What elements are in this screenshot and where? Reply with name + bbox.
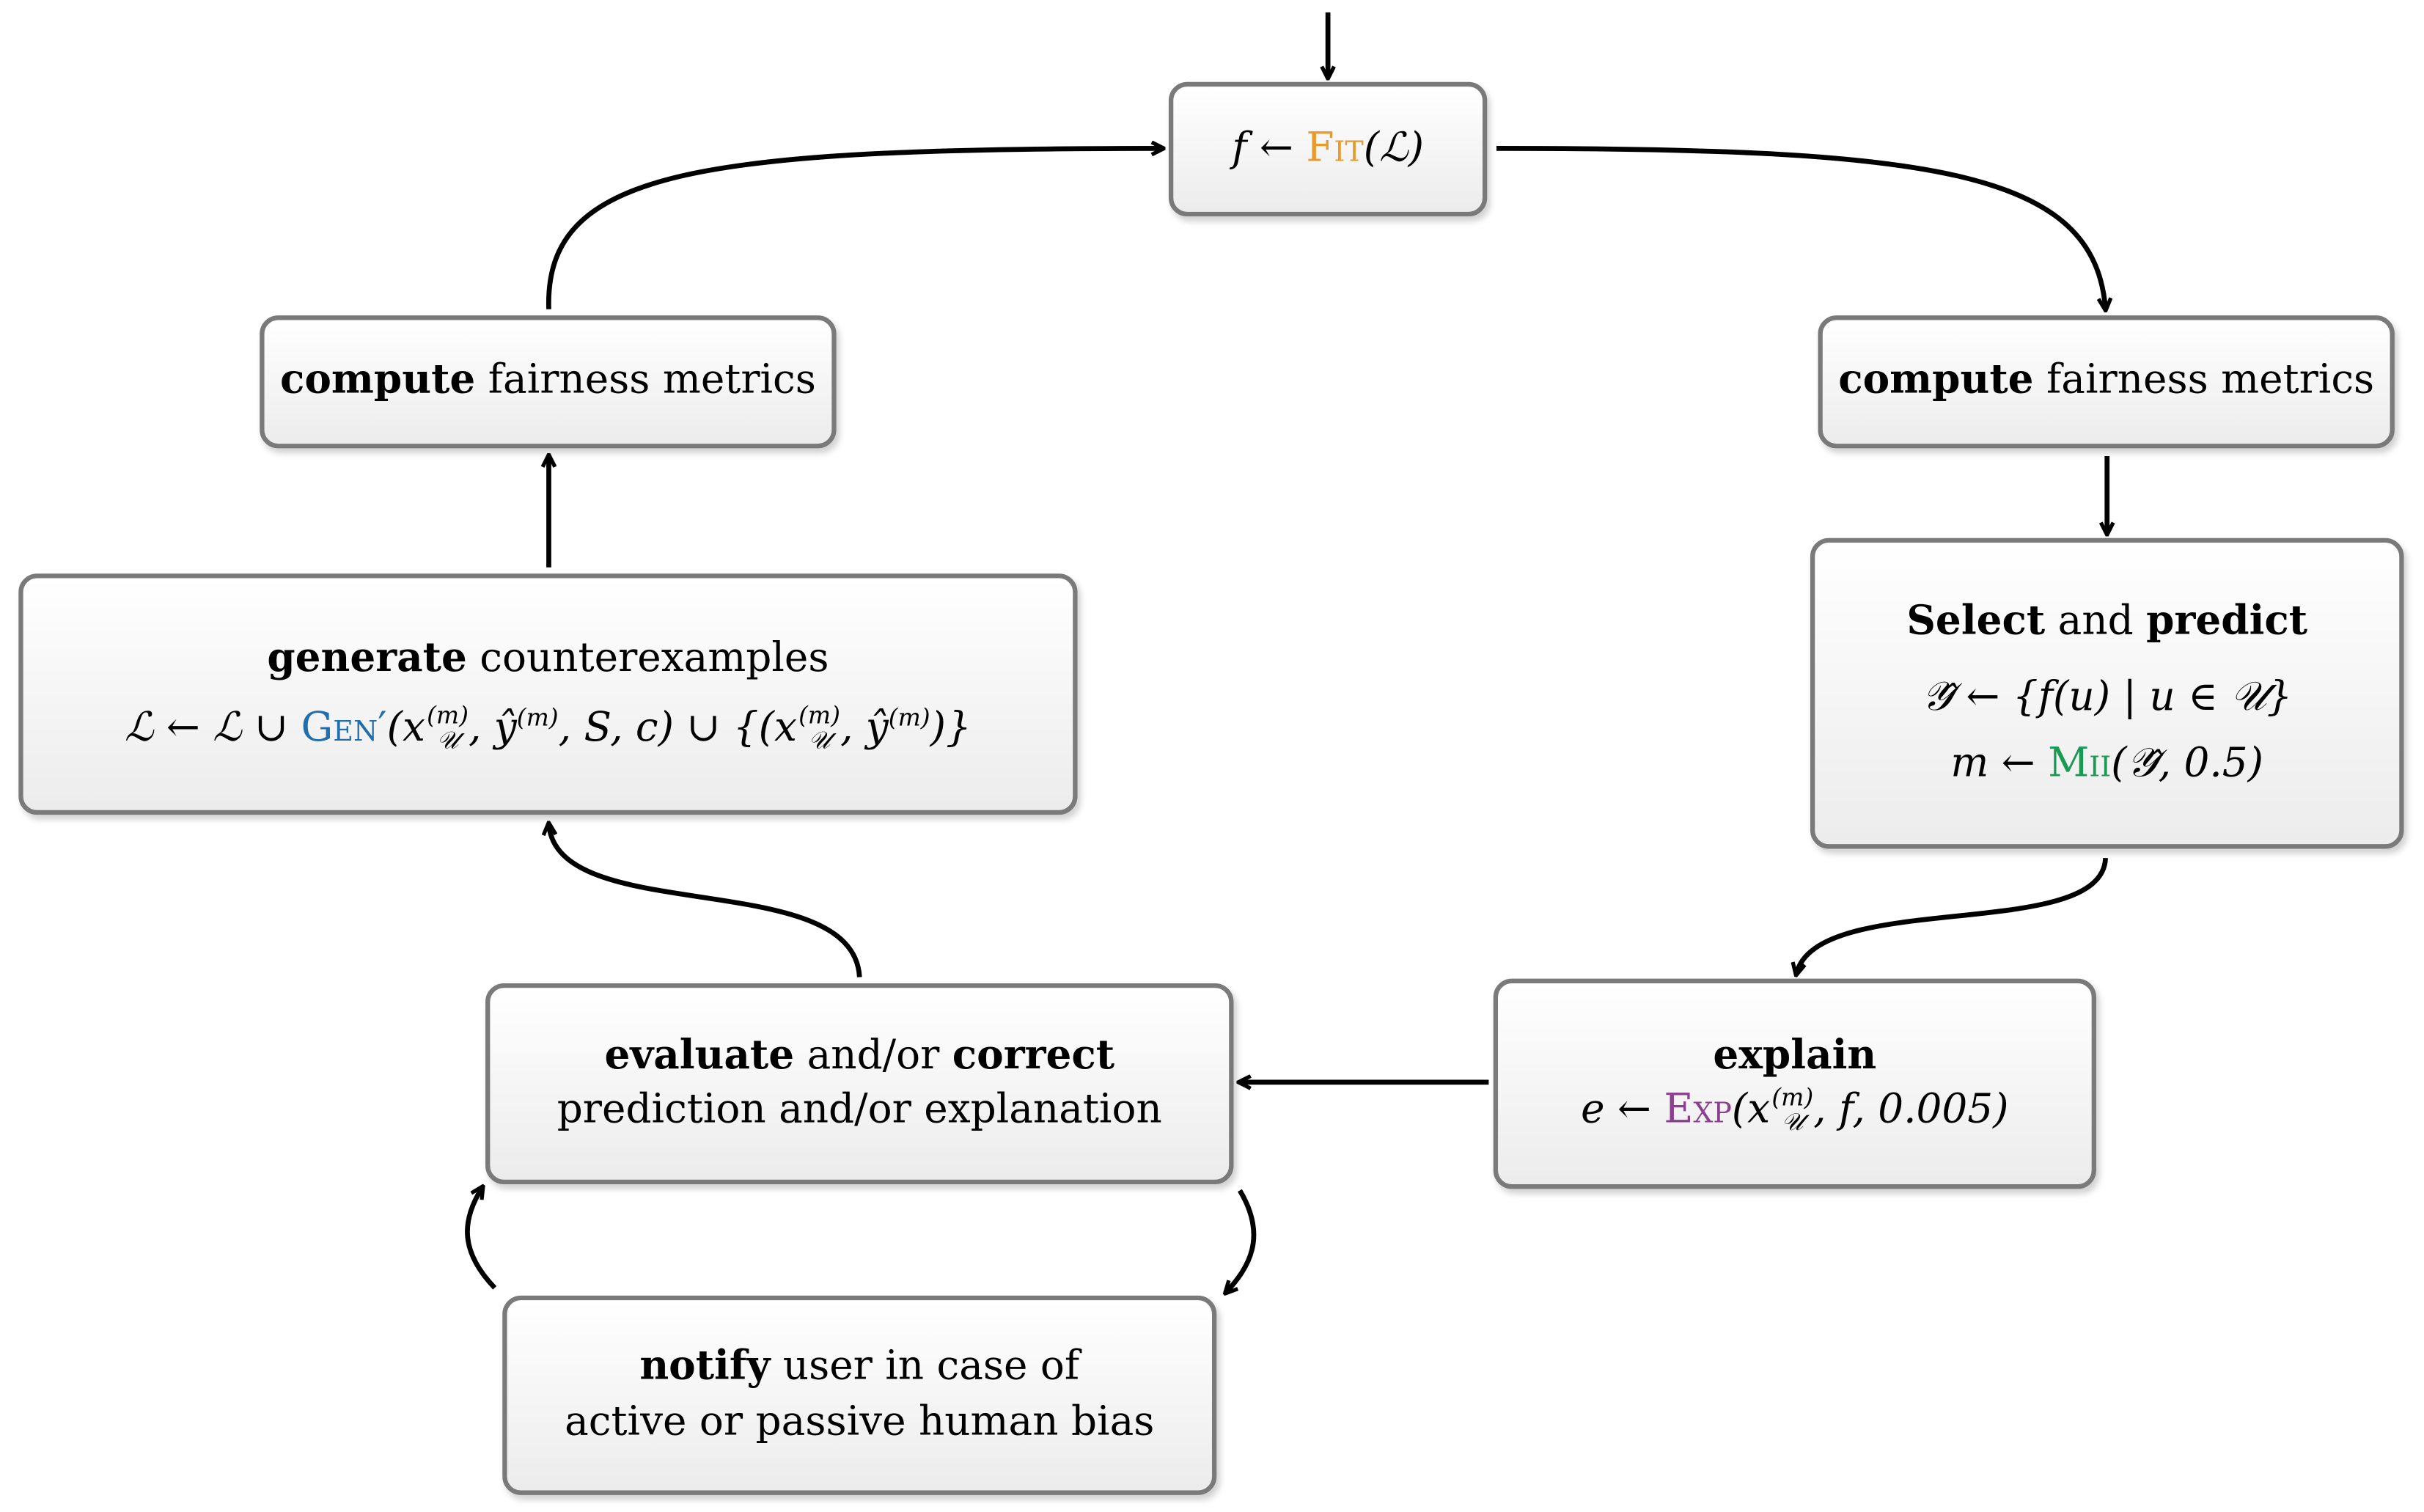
generate-node: generate counterexamples ℒ ← ℒ ∪ Gen′(x(… [18,573,1078,815]
predict-bold: predict [2146,598,2308,645]
compute-metrics-right-node: compute fairness metrics [1818,315,2395,449]
fit-arrow: ← [1246,125,1307,172]
notify-bold: notify [639,1344,771,1391]
gen-x1: (x [386,705,425,752]
gen-mid3: , ŷ [840,705,889,752]
gen-function: Gen′ [301,705,387,752]
gen-mid2: , S, c) ∪ {(x [558,705,797,752]
select-mid: and [2045,598,2147,645]
select-title: Select and predict [1906,595,2307,649]
compute-right-bold: compute [1838,357,2034,405]
gen-sup3: (m) [798,702,840,731]
exp-function: Exp [1664,1087,1732,1134]
generate-title: generate counterexamples [267,632,829,686]
gen-sub3: 𝒰 [808,726,831,755]
explain-x: (x [1731,1087,1771,1134]
generate-formula: ℒ ← ℒ ∪ Gen′(x(m)𝒰, ŷ(m), S, c) ∪ {(x(m)… [125,702,972,756]
arrow-select-to-explain [1796,857,2109,974]
mii-pre: m ← [1950,741,2049,788]
arrow-notify-to-evaluate [465,1187,497,1290]
fit-node: f ← Fit(ℒ) [1168,81,1488,217]
generate-rest: counterexamples [466,635,829,682]
notify-title: notify user in case of [639,1341,1079,1395]
fit-function: Fit [1306,125,1364,172]
explain-sup: (m) [1771,1084,1814,1112]
explain-title: explain [1713,1032,1877,1079]
arrow-evaluate-to-notify [1226,1189,1257,1292]
gen-sub1: 𝒰 [436,726,459,755]
compute-right-label: compute fairness metrics [1838,355,2374,409]
select-mii-formula: m ← Mii(𝒴̂, 0.5) [1950,738,2263,792]
mii-post: (𝒴̂, 0.5) [2111,741,2264,788]
arrow-evaluate-to-generate [548,824,862,977]
explain-sup-sub: (m)𝒰 [1771,1087,1813,1136]
fit-arg: (ℒ) [1363,125,1424,172]
explain-pre: e ← [1581,1087,1664,1134]
gen-end: )} [930,705,972,752]
evaluate-bold: evaluate [604,1032,795,1079]
correct-bold: correct [952,1032,1115,1079]
explain-post: , f, 0.005) [1813,1087,2009,1134]
mii-function: Mii [2048,741,2112,788]
gen-supsub3: (m)𝒰 [798,705,840,754]
compute-left-rest: fairness metrics [475,357,816,405]
arrow-compute-left-to-fit [546,148,1162,309]
select-bold: Select [1906,598,2046,645]
compute-left-label: compute fairness metrics [280,355,816,409]
explain-node: explain e ← Exp(x(m)𝒰, f, 0.005) [1493,978,2096,1189]
arrow-fit-to-compute-right [1496,146,2106,309]
explain-sub: 𝒰 [1781,1108,1804,1137]
evaluate-line2: prediction and/or explanation [557,1087,1162,1134]
notify-line2: active or passive human bias [565,1398,1155,1445]
compute-right-rest: fairness metrics [2033,357,2375,405]
compute-left-bold: compute [279,357,476,405]
evaluate-title: evaluate and/or correct [604,1030,1114,1084]
notify-rest: user in case of [770,1344,1080,1391]
gen-sup4: (m) [888,704,930,732]
select-predict-node: Select and predict 𝒴̂ ← {f(u) | u ∈ 𝒰} m… [1810,537,2404,849]
gen-sup1: (m) [427,702,469,731]
gen-sup2: (m) [516,704,559,732]
explain-formula: e ← Exp(x(m)𝒰, f, 0.005) [1581,1084,2008,1138]
gen-pre: ℒ ← ℒ ∪ [124,705,301,752]
compute-metrics-left-node: compute fairness metrics [260,315,837,449]
notify-node: notify user in case of active or passive… [502,1295,1217,1495]
fit-formula: f ← Fit(ℒ) [1232,122,1424,176]
gen-mid1: , ŷ [468,705,517,752]
select-prediction-formula: 𝒴̂ ← {f(u) | u ∈ 𝒰} [1922,674,2293,721]
generate-bold: generate [267,635,467,682]
fit-f: f [1232,125,1247,172]
gen-supsub1: (m)𝒰 [427,705,469,754]
evaluate-correct-node: evaluate and/or correct prediction and/o… [485,983,1234,1185]
evaluate-mid: and/or [794,1032,952,1079]
